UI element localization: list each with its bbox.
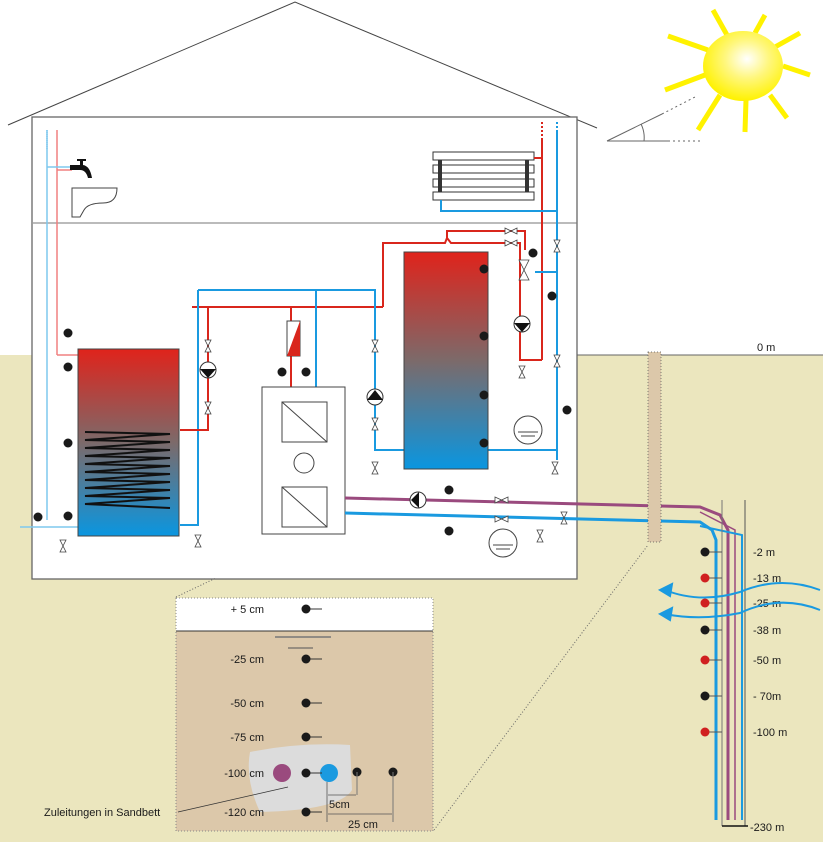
sun-angle-icon bbox=[606, 95, 700, 142]
sink-icon bbox=[71, 187, 118, 218]
detail-sensor bbox=[301, 698, 311, 708]
faucet-icon bbox=[70, 159, 92, 178]
borehole-sensor bbox=[700, 598, 710, 608]
surface-label: 0 m bbox=[757, 342, 775, 354]
detail-sensor-label: -75 cm bbox=[230, 732, 264, 744]
borehole-sensor-label: -50 m bbox=[753, 655, 781, 667]
dimension-large-label: 25 cm bbox=[348, 819, 378, 831]
borehole-sensor bbox=[700, 547, 710, 557]
detail-section-air bbox=[175, 597, 434, 632]
electric-heater-icon bbox=[286, 320, 301, 357]
borehole-sensor-label: -2 m bbox=[753, 547, 775, 559]
temperature-sensor-icons bbox=[33, 248, 572, 536]
borehole-sensor bbox=[700, 625, 710, 635]
compressor-icon bbox=[293, 452, 315, 474]
brine-pipe-section bbox=[273, 764, 291, 782]
buffer-tank bbox=[403, 251, 489, 470]
borehole-sensor bbox=[700, 691, 710, 701]
detail-sensor-label: + 5 cm bbox=[231, 604, 264, 616]
house-roof bbox=[7, 1, 598, 129]
detail-sensor bbox=[301, 604, 311, 614]
sun-icon bbox=[664, 8, 811, 133]
dimension-small-label: 5cm bbox=[329, 799, 350, 811]
borehole-sensor bbox=[700, 727, 710, 737]
detail-sensor bbox=[301, 768, 311, 778]
borehole-bottom-label: -230 m bbox=[750, 822, 784, 834]
detail-sensor-label: -25 cm bbox=[230, 654, 264, 666]
sand-bed bbox=[248, 744, 352, 812]
circulation-pump-icon bbox=[199, 315, 531, 509]
borehole-sensor-group: -2 m-13 m-25 m-38 m-50 m- 70m-100 m bbox=[700, 547, 787, 739]
radiator-icon bbox=[432, 151, 535, 201]
dimension-lines bbox=[326, 782, 392, 822]
heat-pump-unit bbox=[261, 386, 346, 535]
domestic-water-pipes bbox=[20, 130, 80, 528]
brine-pipes bbox=[344, 496, 743, 820]
detail-callout-line bbox=[175, 577, 217, 598]
detail-sensor-group: + 5 cm -25 cm -50 cm -75 cm -100 cm -120 cm bbox=[224, 604, 322, 819]
detail-sensor-label: -120 cm bbox=[224, 807, 264, 819]
heating-pipes bbox=[180, 122, 558, 526]
annotation-label: Zuleitungen in Sandbett bbox=[44, 807, 160, 819]
heat-exchanger-coil-icon bbox=[84, 431, 171, 509]
borehole bbox=[721, 500, 748, 827]
wall-penetration bbox=[647, 351, 662, 543]
expansion-vessel-icon bbox=[488, 415, 543, 558]
borehole-sensor-label: -38 m bbox=[753, 625, 781, 637]
borehole-sensor-label: - 70m bbox=[753, 691, 781, 703]
detail-sensor bbox=[301, 732, 311, 742]
annotation-arrow bbox=[177, 786, 289, 813]
detail-sensor bbox=[301, 654, 311, 664]
return-pipe-section bbox=[320, 764, 338, 782]
borehole-sensor-label: -100 m bbox=[753, 727, 787, 739]
groundwater-flow-icon bbox=[657, 582, 821, 622]
detail-sensor bbox=[301, 807, 311, 817]
detail-sensor-label: -100 cm bbox=[224, 768, 264, 780]
borehole-sensor bbox=[700, 573, 710, 583]
detail-sensor-label: -50 cm bbox=[230, 698, 264, 710]
detail-callout-line bbox=[433, 544, 649, 831]
borehole-sensor bbox=[700, 655, 710, 665]
borehole-sensor-label: -13 m bbox=[753, 573, 781, 585]
valve-icons bbox=[59, 227, 568, 553]
